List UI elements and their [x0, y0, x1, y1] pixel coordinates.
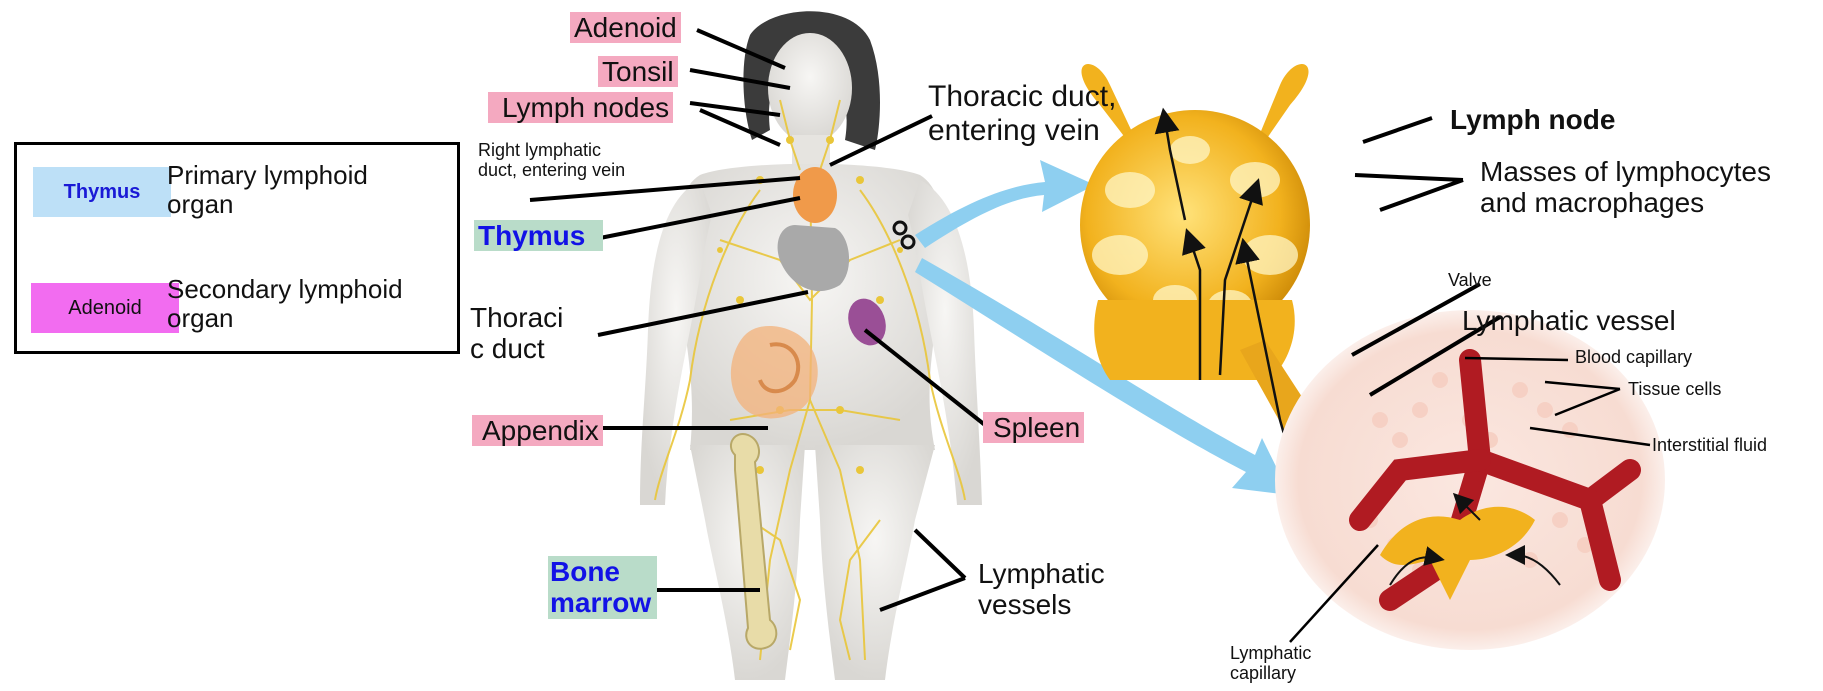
label-lymphatic-capillary: Lymphatic capillary: [1230, 643, 1311, 683]
label-bone-marrow-line2: marrow: [550, 587, 651, 618]
label-thoracic-duct-entering-vein: Thoracic duct, entering vein: [928, 80, 1116, 147]
legend-swatch-primary: Thymus: [33, 167, 171, 217]
label-masses: Masses of lymphocytes and macrophages: [1480, 156, 1771, 219]
label-lymphatic-vessels-line1: Lymphatic: [978, 558, 1105, 589]
label-lymph-node: Lymph node: [1450, 104, 1615, 135]
label-interstitial-fluid: Interstitial fluid: [1652, 435, 1767, 455]
label-thoracic-duct: Thoraci c duct: [470, 302, 563, 365]
label-lymphatic-vessels: Lymphatic vessels: [978, 558, 1105, 621]
label-spleen: Spleen: [983, 412, 1084, 443]
label-lymph-nodes: Lymph nodes: [488, 92, 673, 123]
label-valve: Valve: [1448, 270, 1492, 290]
label-masses-line2: and macrophages: [1480, 187, 1771, 218]
label-thoracic-duct-line1: Thoraci: [470, 302, 563, 333]
label-lymphatic-vessels-line2: vessels: [978, 589, 1105, 620]
label-right-lymphatic-duct: Right lymphatic duct, entering vein: [478, 140, 625, 180]
legend-swatch-primary-label: Thymus: [64, 181, 141, 204]
label-thoracic-duct-line2: c duct: [470, 333, 563, 364]
label-thymus: Thymus: [474, 220, 603, 251]
label-right-lymphatic-duct-line1: Right lymphatic: [478, 140, 625, 160]
label-bone-marrow-line1: Bone: [550, 556, 651, 587]
label-appendix: Appendix: [472, 415, 603, 446]
label-lymphatic-capillary-line2: capillary: [1230, 663, 1311, 683]
label-right-lymphatic-duct-line2: duct, entering vein: [478, 160, 625, 180]
label-masses-line1: Masses of lymphocytes: [1480, 156, 1771, 187]
label-adenoid: Adenoid: [570, 12, 681, 43]
legend-swatch-secondary: Adenoid: [31, 283, 179, 333]
label-thoracic-duct-entering-vein-line1: Thoracic duct,: [928, 80, 1116, 114]
label-thoracic-duct-entering-vein-line2: entering vein: [928, 114, 1116, 148]
legend-text-primary: Primary lymphoid organ: [167, 161, 437, 218]
label-blood-capillary: Blood capillary: [1575, 347, 1692, 367]
legend-swatch-secondary-label: Adenoid: [68, 297, 141, 320]
label-lymphatic-vessel: Lymphatic vessel: [1462, 305, 1676, 336]
label-tonsil: Tonsil: [598, 56, 678, 87]
label-bone-marrow: Bone marrow: [548, 556, 657, 619]
legend-text-primary-label: Primary lymphoid organ: [167, 160, 368, 219]
label-tissue-cells: Tissue cells: [1628, 379, 1721, 399]
legend-text-secondary-label: Secondary lymphoid organ: [167, 274, 403, 333]
legend-text-secondary: Secondary lymphoid organ: [167, 275, 447, 332]
legend: Thymus Primary lymphoid organ Adenoid Se…: [14, 142, 460, 354]
label-lymphatic-capillary-line1: Lymphatic: [1230, 643, 1311, 663]
